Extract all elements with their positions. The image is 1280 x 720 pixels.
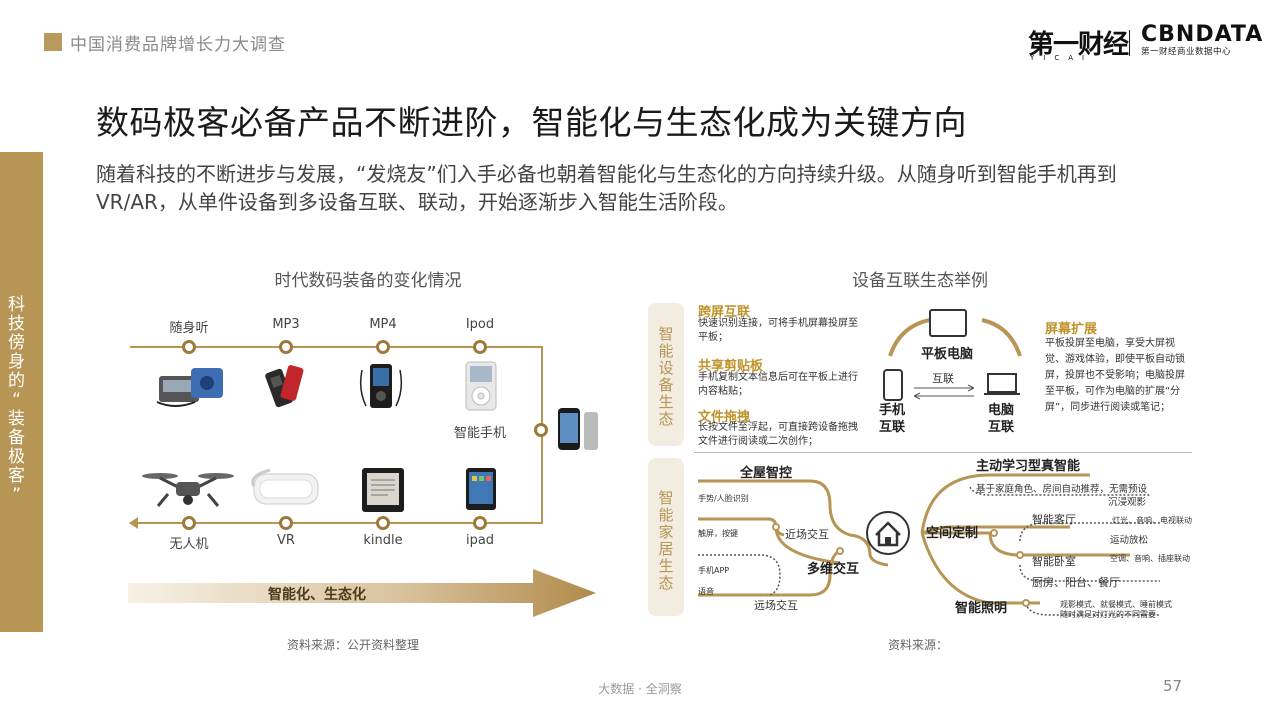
pc-label: 电脑互联 bbox=[988, 403, 1015, 435]
welcome-label: 运动放松 bbox=[1110, 535, 1149, 546]
phone-label: 手机互联 bbox=[879, 403, 906, 435]
right-source: 资料来源： bbox=[888, 638, 949, 652]
right-section-title: 设备互联生态举例 bbox=[852, 271, 988, 291]
drone-image bbox=[142, 473, 234, 507]
page-subtitle: 随着科技的不断进步与发展，“发烧友”们入手必备也朝着智能化与生态化的方向持续升级… bbox=[96, 162, 1117, 214]
page-title: 数码极客必备产品不断进阶，智能化与生态化成为关键方向 bbox=[96, 103, 967, 142]
header-title: 中国消费品牌增长力大调查 bbox=[70, 35, 286, 55]
home-ecosystem-label: 智能家居生态 bbox=[658, 489, 674, 592]
page-number: 57 bbox=[1163, 677, 1183, 695]
device-ecosystem-label: 智能设备生态 bbox=[658, 325, 674, 428]
timeline-dot bbox=[473, 516, 487, 530]
interconnect-diagram bbox=[883, 309, 1022, 401]
screen-extend-body: 平板投屏至电脑，享受大屏视觉、游戏体验，即使平板自动锁屏，投屏也不受影响；电脑投… bbox=[1045, 338, 1185, 413]
timeline-dot bbox=[376, 516, 390, 530]
vr-image bbox=[251, 468, 319, 505]
device-label-walkman: 随身听 bbox=[169, 321, 209, 336]
cross-screen-title: 跨屏互联 bbox=[698, 305, 751, 320]
timeline-dot bbox=[182, 516, 196, 530]
voice-label: 语音 bbox=[698, 587, 714, 596]
learning-label: 主动学习型真智能 bbox=[976, 459, 1081, 474]
drag-file-body: 长按文件至浮起，可直接跨设备拖拽文件进行阅读或二次创作； bbox=[698, 422, 858, 447]
kitchen-label: 厨房、阳台、餐厅 bbox=[1032, 576, 1120, 589]
timeline-dot bbox=[473, 340, 487, 354]
immersive-label: 沉浸观影 bbox=[1108, 497, 1147, 508]
touch-label: 触屏，按键 bbox=[698, 529, 738, 538]
timeline-dot bbox=[279, 340, 293, 354]
link-label: 互联 bbox=[932, 372, 954, 385]
space-custom-label: 空间定制 bbox=[926, 526, 979, 541]
left-section-title: 时代数码装备的变化情况 bbox=[274, 271, 462, 291]
side-label: 科技傍身的“装备极客” bbox=[8, 295, 25, 505]
living-room-label: 智能客厅 bbox=[1032, 513, 1076, 526]
timeline-dot bbox=[182, 340, 196, 354]
far-field-label: 远场交互 bbox=[754, 599, 798, 612]
home-ecosystem-tag bbox=[648, 458, 684, 616]
left-source: 资料来源：公开资料整理 bbox=[287, 638, 420, 652]
device-label-ipad: ipad bbox=[465, 533, 495, 548]
ipod-image bbox=[465, 361, 497, 411]
timeline-dot bbox=[376, 340, 390, 354]
timeline-arrowhead bbox=[129, 517, 138, 529]
device-label-drone: 无人机 bbox=[169, 537, 209, 552]
clipboard-body: 手机复制文本信息后可在平板上进行内容粘贴； bbox=[698, 372, 858, 397]
logo-divider bbox=[1129, 30, 1130, 56]
living-room-note: 灯光、音响、电视联动 bbox=[1112, 516, 1192, 525]
lighting-label: 智能照明 bbox=[955, 601, 1008, 616]
gesture-label: 手势/人脸识别 bbox=[698, 494, 749, 503]
clipboard-title: 共享剪贴板 bbox=[698, 359, 764, 374]
ipad-image bbox=[466, 468, 496, 510]
device-label-vr: VR bbox=[277, 533, 295, 548]
bedroom-label: 智能卧室 bbox=[1032, 555, 1076, 568]
side-band bbox=[0, 152, 43, 632]
smartphone-image bbox=[558, 408, 598, 450]
lighting-note: 观影模式、就餐模式、睡前模式 随时满足对灯光的不同需要 bbox=[1060, 600, 1172, 619]
bedroom-note: 空调、音响、插座联动 bbox=[1110, 554, 1190, 563]
timeline-dot bbox=[279, 516, 293, 530]
full-house-label: 全屋智控 bbox=[740, 466, 793, 481]
trend-arrow-label: 智能化、生态化 bbox=[268, 587, 366, 603]
learning-note: 基于家庭角色、房间自动推荐，无需预设 bbox=[976, 484, 1148, 495]
kindle-image bbox=[362, 468, 404, 512]
top-timeline bbox=[130, 346, 542, 348]
device-label-kindle: kindle bbox=[363, 533, 403, 548]
yicai-logo: 第一财经 YICAI bbox=[1028, 30, 1129, 62]
multi-dim-label: 多维交互 bbox=[807, 562, 860, 577]
device-label-ipod: Ipod bbox=[465, 317, 495, 332]
walkman-image bbox=[156, 368, 223, 407]
drag-file-title: 文件拖拽 bbox=[698, 410, 751, 425]
cbndata-logo: CBNDATA 第一财经商业数据中心 bbox=[1141, 22, 1264, 57]
timeline-dot bbox=[534, 423, 548, 437]
bottom-timeline bbox=[136, 522, 543, 524]
mp4-image bbox=[359, 364, 403, 408]
device-ecosystem-tag bbox=[648, 303, 684, 446]
device-label-mp3: MP3 bbox=[272, 317, 300, 332]
panel-divider bbox=[694, 452, 1192, 453]
app-label: 手机APP bbox=[698, 566, 730, 575]
mp3-image bbox=[265, 365, 304, 408]
device-label-smartphone: 智能手机 bbox=[454, 426, 507, 441]
footer-slogan: 大数据 · 全洞察 bbox=[598, 682, 682, 696]
cross-screen-body: 快速识别连接，可将手机屏幕投屏至平板； bbox=[698, 318, 858, 343]
device-label-mp4: MP4 bbox=[369, 317, 397, 332]
header-marker bbox=[44, 33, 62, 51]
near-field-label: 近场交互 bbox=[785, 528, 829, 541]
screen-extend-title: 屏幕扩展 bbox=[1045, 322, 1098, 337]
smart-home-network bbox=[698, 473, 1160, 616]
trend-arrow bbox=[128, 569, 596, 617]
tablet-label: 平板电脑 bbox=[921, 347, 974, 362]
